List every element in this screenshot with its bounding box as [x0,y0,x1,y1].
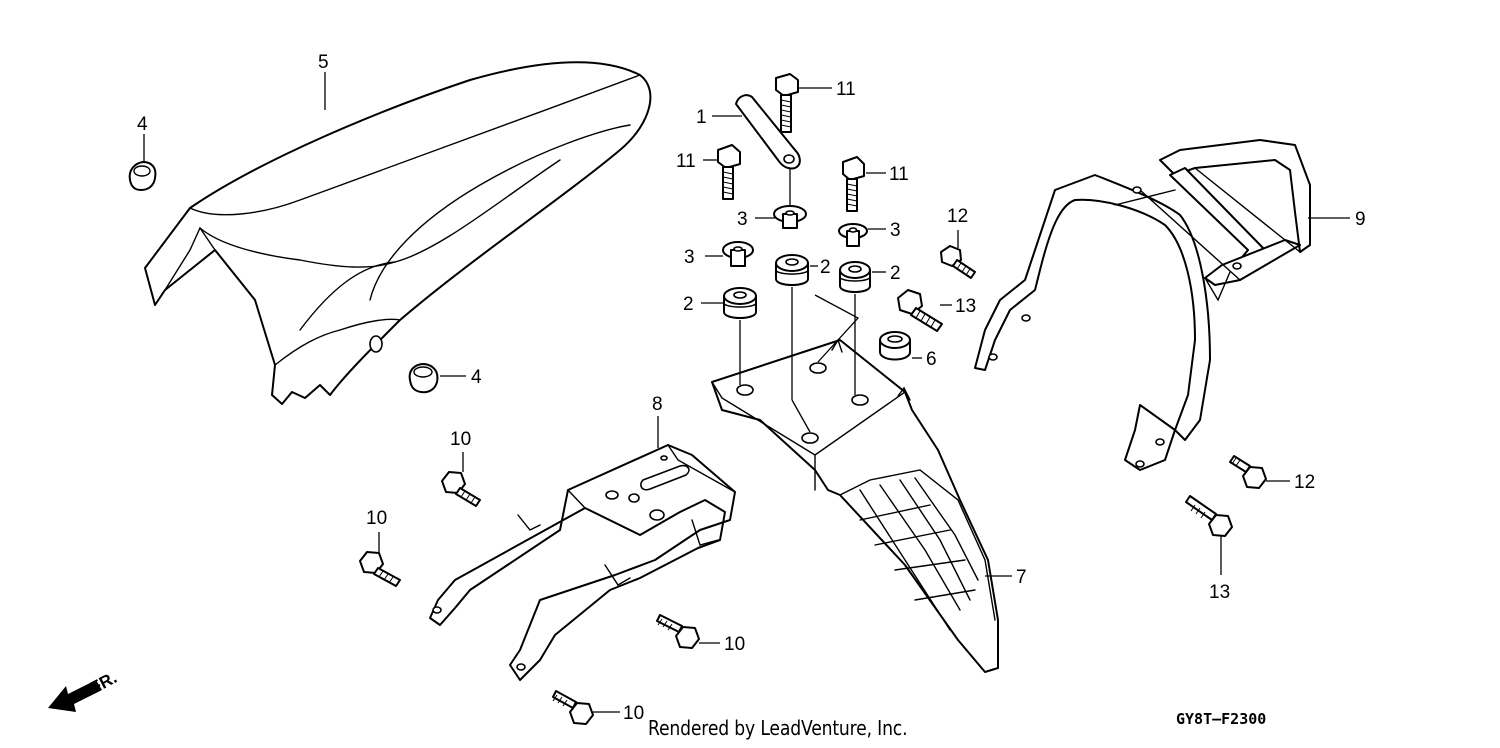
callout-11-left: 11 [676,151,696,172]
bolt-11-left[interactable] [717,144,741,200]
callout-10-d: 10 [623,703,644,724]
bolt-11-top[interactable] [775,73,799,133]
bushing-2-left[interactable] [723,287,757,319]
bushing-2-center[interactable] [775,254,809,286]
front-arrow-icon [48,680,102,712]
diagram-code: GY8T–F2300 [1176,710,1267,728]
callout-2-left: 2 [683,294,694,315]
credit-text: Rendered by LeadVenture, Inc. [648,716,908,740]
callout-10-a: 10 [450,429,471,450]
callout-11-top: 11 [836,79,856,100]
callout-5: 5 [318,52,329,73]
bolt-13-upper[interactable] [897,289,943,332]
bolt-12-lower[interactable] [1229,455,1267,489]
callout-1: 1 [696,107,707,128]
seat-cowl-part[interactable] [144,61,652,405]
callout-13-lower: 13 [1209,582,1230,603]
callout-13-upper: 13 [955,296,976,317]
collar-3-right[interactable] [838,223,868,247]
callout-10-b: 10 [366,508,387,529]
leader-lines [143,72,1350,713]
rear-carrier-part[interactable] [974,139,1311,471]
callout-6: 6 [926,349,937,370]
callout-7: 7 [1016,567,1027,588]
grommet-lower-part[interactable] [408,363,439,394]
callout-3-center: 3 [737,209,748,230]
bolt-13-lower[interactable] [1185,495,1233,537]
bolt-12-upper[interactable] [940,245,976,279]
rear-fender-part[interactable] [711,338,999,673]
rear-bracket-part[interactable] [429,444,736,681]
grommet-upper-part[interactable] [128,161,157,191]
bolt-10-c[interactable] [656,614,700,649]
collar-3-center[interactable] [773,205,807,229]
callout-3-left: 3 [684,247,695,268]
callout-9: 9 [1355,209,1366,230]
callout-11-right: 11 [889,164,909,185]
callout-12-upper: 12 [947,206,968,227]
callout-12-lower: 12 [1294,472,1315,493]
callout-3-right: 3 [890,220,901,241]
bolt-10-a[interactable] [441,471,481,507]
stay-part[interactable] [735,94,801,170]
callout-4-upper: 4 [137,114,148,135]
bushing-2-right[interactable] [839,261,871,293]
callout-2-right: 2 [890,263,901,284]
collar-3-left[interactable] [722,241,754,267]
callout-numbers: 5 4 4 1 11 11 11 3 3 3 2 2 2 6 13 12 9 7… [137,52,1366,724]
bolt-11-right[interactable] [842,156,865,212]
bolt-10-d[interactable] [552,690,594,725]
callout-8: 8 [652,394,663,415]
callout-4-lower: 4 [471,367,482,388]
callout-10-c: 10 [724,634,745,655]
front-direction-indicator: FR. [48,668,120,712]
grommet-6-part[interactable] [879,331,911,361]
callout-2-center: 2 [820,257,831,278]
bolt-10-b[interactable] [359,551,401,587]
